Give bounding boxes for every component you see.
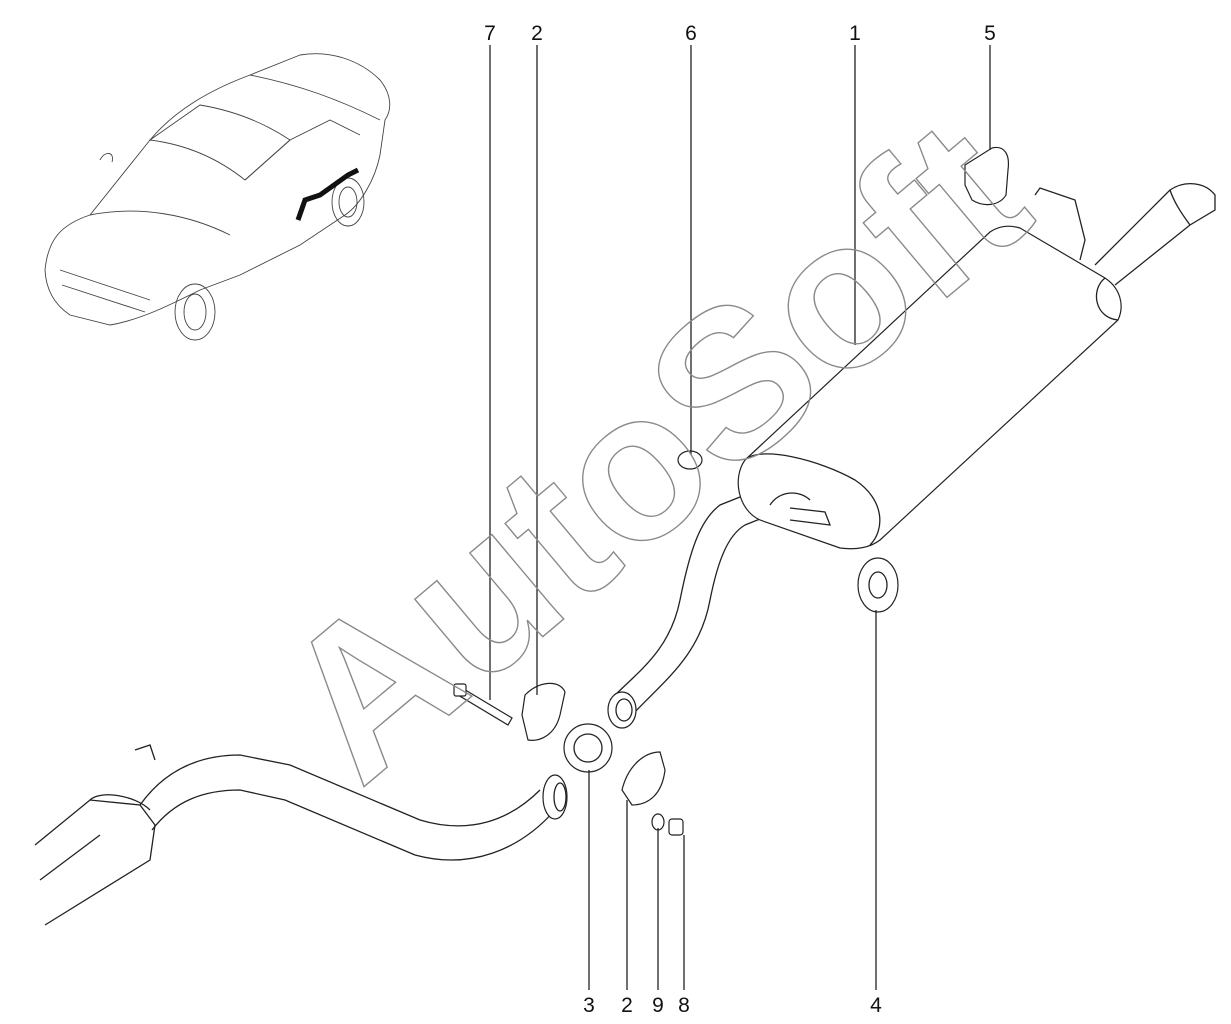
- callout-4: 4: [870, 994, 882, 1017]
- callout-7: 7: [484, 22, 496, 45]
- vehicle-overview-sketch: [44, 53, 391, 341]
- callout-6: 6: [685, 22, 697, 45]
- callout-5: 5: [984, 22, 996, 45]
- part-2-clamp-lower: [621, 751, 666, 806]
- callout-2-bottom: 2: [621, 994, 633, 1017]
- part-6-grommet: [677, 450, 703, 470]
- callout-9: 9: [652, 994, 664, 1017]
- front-exhaust-pipe: [34, 744, 568, 926]
- callout-8: 8: [678, 994, 690, 1017]
- callout-2-top: 2: [531, 22, 543, 45]
- part-5-hanger: [964, 146, 1010, 206]
- part-8-nut: [668, 818, 684, 836]
- part-9-washer: [651, 813, 665, 831]
- part-3-seal-ring: [563, 723, 613, 773]
- part-4-rubber-mount: [857, 557, 899, 613]
- leader-lines: [489, 45, 991, 990]
- callout-3: 3: [583, 994, 595, 1017]
- callout-1: 1: [849, 22, 861, 45]
- part-1-muffler-assembly: [607, 183, 1216, 729]
- part-2-clamp-upper: [521, 682, 566, 741]
